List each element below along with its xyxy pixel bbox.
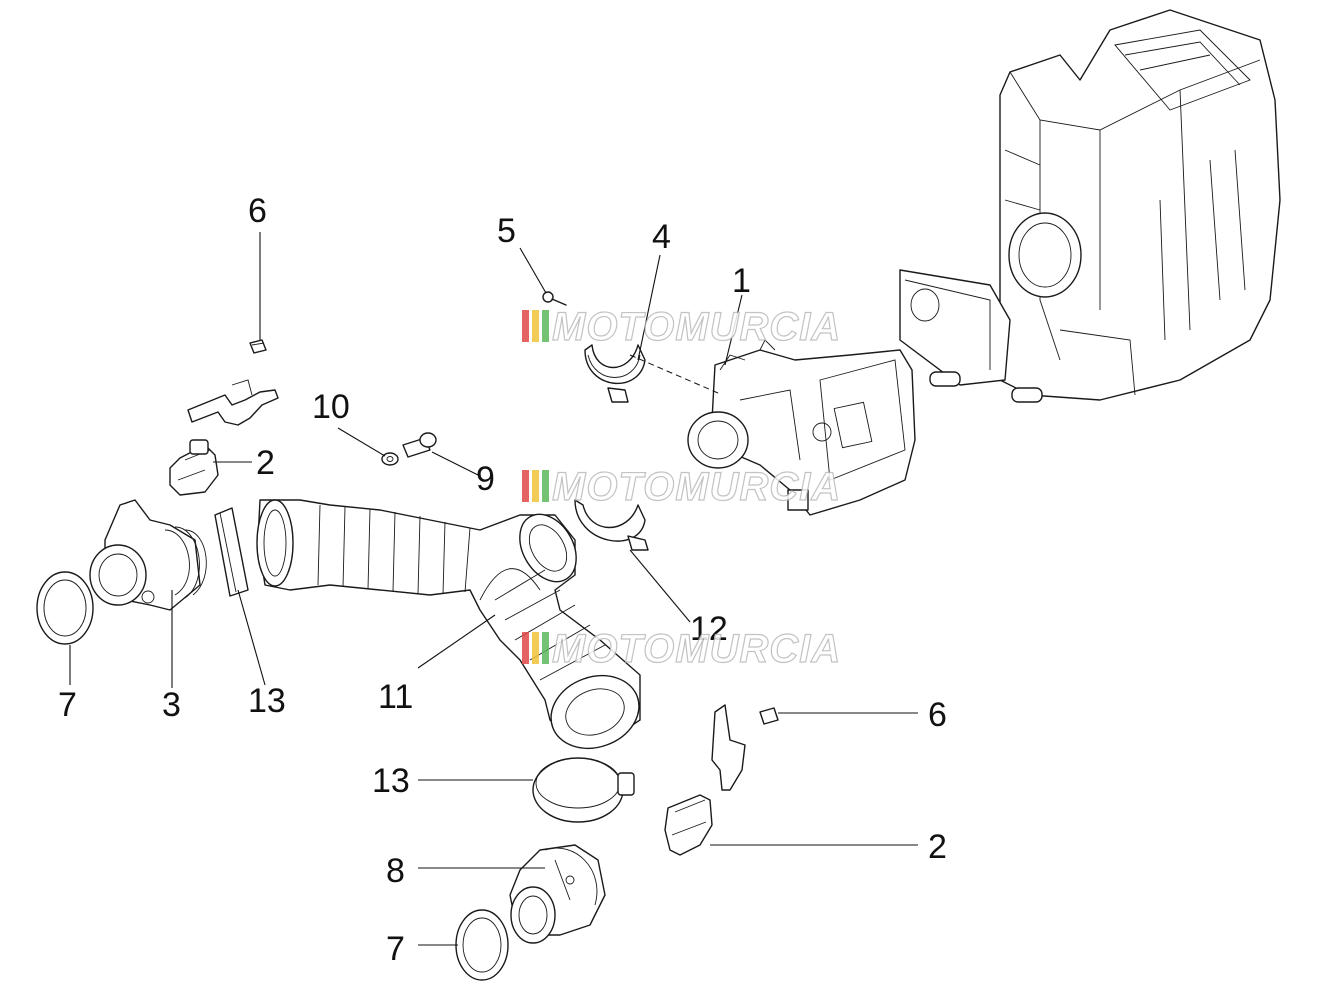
callout-7-left: 7 (58, 686, 77, 724)
watermark-1: MOTOMURCIA (522, 304, 841, 350)
assembly-axis-line (629, 354, 719, 394)
callout-9: 9 (476, 460, 495, 498)
callout-3: 3 (162, 686, 181, 724)
watermark-text: MOTOMURCIA (552, 305, 841, 349)
screw-6-top (249, 339, 267, 354)
callout-4: 4 (652, 218, 671, 256)
hose-clamp-4 (584, 344, 646, 403)
leader-lines (69, 232, 918, 946)
watermark-stripe-green (542, 470, 549, 502)
watermark-text: MOTOMURCIA (552, 627, 841, 671)
watermark-stripe-yellow (532, 632, 539, 664)
watermark-text: MOTOMURCIA (552, 465, 841, 509)
watermark-3: MOTOMURCIA (522, 626, 841, 672)
screw-6-right (759, 707, 779, 725)
callout-labels: 6 5 4 1 10 9 2 7 3 13 11 12 6 13 2 8 7 (58, 192, 947, 968)
callout-8: 8 (386, 852, 405, 890)
callout-2-top: 2 (256, 444, 275, 482)
callout-5: 5 (497, 212, 516, 250)
callout-13-lower: 13 (372, 762, 410, 800)
callout-2-bottom: 2 (928, 828, 947, 866)
clamp-band-13-lower (532, 757, 635, 823)
y-hose-11 (256, 499, 641, 750)
watermark-stripe-green (542, 632, 549, 664)
throttle-body (687, 339, 916, 516)
clamp-band-13-upper (214, 507, 249, 597)
washer-10 (381, 452, 399, 466)
watermark-stripe-yellow (532, 310, 539, 342)
hose-clamp-12 (574, 499, 649, 551)
callout-10: 10 (312, 388, 350, 426)
air-filter-box (899, 9, 1281, 403)
callout-11: 11 (378, 678, 413, 716)
callout-13-upper: 13 (248, 682, 286, 720)
callout-7-bottom: 7 (386, 930, 405, 968)
watermark-stripe-yellow (532, 470, 539, 502)
intake-manifold-8 (509, 844, 606, 944)
watermark-stripe-green (542, 310, 549, 342)
bolt-9 (402, 432, 437, 458)
intake-manifold-3 (89, 499, 207, 611)
callout-1: 1 (732, 262, 751, 300)
injector-top (169, 379, 279, 496)
gasket-7-left (36, 571, 94, 645)
watermark-stripe-red (522, 470, 529, 502)
callout-6-top: 6 (248, 192, 267, 230)
callout-6-right: 6 (928, 696, 947, 734)
callout-12: 12 (690, 610, 728, 648)
watermark-2: MOTOMURCIA (522, 464, 841, 510)
injector-bottom (664, 704, 746, 856)
screw-5 (542, 291, 567, 306)
watermark-stripe-red (522, 310, 529, 342)
gasket-7-bottom (455, 909, 509, 981)
watermark-stripe-red (522, 632, 529, 664)
